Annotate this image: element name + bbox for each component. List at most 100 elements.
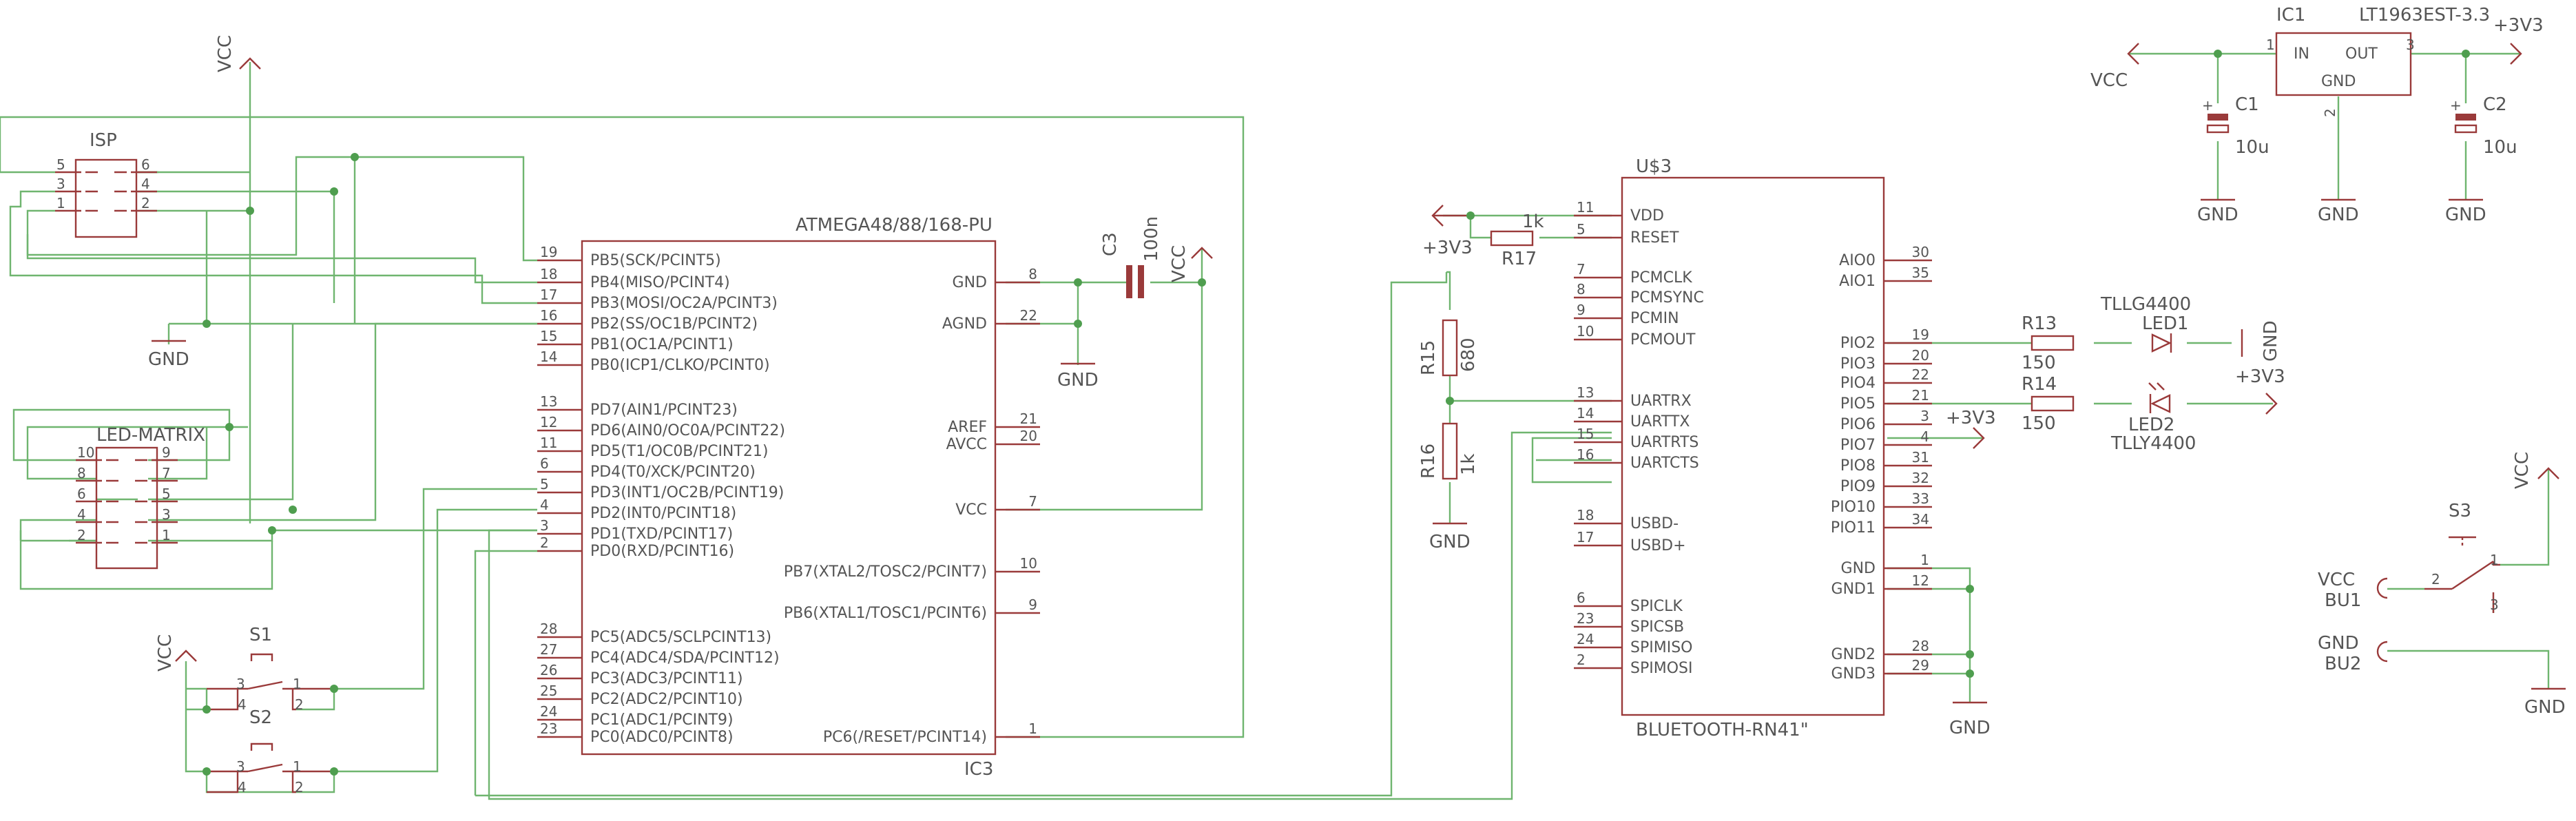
c2-plus: + xyxy=(2450,97,2462,114)
pin-number: 24 xyxy=(1577,631,1594,647)
pin-number: 1 xyxy=(56,195,65,211)
pin-signal: PB3(MOSI/OC2A/PCINT3) xyxy=(590,295,778,312)
pin-signal: PIO6 xyxy=(1840,416,1876,433)
pin-number: 1 xyxy=(162,527,171,543)
pin-number: 16 xyxy=(540,307,557,324)
pin-number: 31 xyxy=(1912,449,1929,466)
pin-signal: PC2(ADC2/PCINT10) xyxy=(590,691,743,708)
pin-signal: PCMIN xyxy=(1630,310,1679,327)
c3-name: C3 xyxy=(1100,232,1121,256)
gnd-label-led1: GND xyxy=(2261,320,2281,362)
pin-number: 28 xyxy=(540,621,557,637)
pin-number: 12 xyxy=(540,414,557,430)
pin-number: 14 xyxy=(1577,405,1594,422)
resistor-r15: R15 680 xyxy=(1418,319,1479,377)
c1-name: C1 xyxy=(2235,94,2259,115)
pin-number: 12 xyxy=(1912,572,1929,589)
pin-number: 3 xyxy=(540,517,549,534)
pin-signal: PC5(ADC5/SCLPCINT13) xyxy=(590,629,771,646)
gnd-label-mcu: GND xyxy=(1057,370,1099,391)
r15-value: 680 xyxy=(1458,337,1479,372)
bt-part: BLUETOOTH-RN41" xyxy=(1636,720,1809,740)
pin-number: 11 xyxy=(540,435,557,451)
s2-pin1: 1 xyxy=(293,758,302,775)
pin-number: 20 xyxy=(1912,347,1929,364)
resistor-r13: R13 150 xyxy=(2022,313,2075,373)
switch-s1: S1 3 4 1 2 xyxy=(207,625,334,713)
resistor-r17: 1k R17 +3V3 xyxy=(1422,205,1544,269)
ic1-pin-out: 3 xyxy=(2406,37,2415,53)
gnd-label-c2: GND xyxy=(2445,205,2486,225)
pin-signal: PIO2 xyxy=(1840,335,1876,352)
pin-signal: PIO5 xyxy=(1840,395,1876,413)
switch-s3: S3 2 1 3 VCC GND xyxy=(2424,452,2566,718)
pin-number: 5 xyxy=(162,486,171,502)
pin-number: 9 xyxy=(1577,302,1586,318)
pin-signal: AREF xyxy=(948,419,987,436)
pin-signal: PIO9 xyxy=(1840,478,1876,495)
led1: TLLG4400 LED1 GND xyxy=(2100,294,2281,362)
isp-label: ISP xyxy=(90,130,117,151)
c3-value: 100n xyxy=(1141,216,1162,262)
v33-pio7: +3V3 xyxy=(1946,408,1996,449)
pin-number: 27 xyxy=(540,641,557,658)
pin-number: 34 xyxy=(1912,511,1929,528)
pin-number: 10 xyxy=(1020,555,1037,572)
wires-bt xyxy=(1443,52,2550,703)
pin-number: 15 xyxy=(540,328,557,344)
pin-signal: GND xyxy=(1841,560,1876,577)
pin-number: 29 xyxy=(1912,657,1929,674)
pin-number: 8 xyxy=(77,465,86,481)
pin-signal: SPICLK xyxy=(1630,598,1683,615)
resistor-r16: R16 1k GND xyxy=(1418,422,1479,552)
pin-signal: AGND xyxy=(942,315,987,333)
s3-pin3: 3 xyxy=(2490,596,2499,613)
v33-label-pio7: +3V3 xyxy=(1946,408,1996,428)
pin-number: 4 xyxy=(1920,428,1929,445)
pin-signal: PIO3 xyxy=(1840,355,1876,373)
bu2-name: BU2 xyxy=(2325,654,2361,674)
s2-pin2: 2 xyxy=(295,779,304,796)
pin-number: 15 xyxy=(1577,426,1594,442)
s3-pin1: 1 xyxy=(2490,552,2499,568)
pin-signal: PCMOUT xyxy=(1630,331,1696,349)
pin-signal: USBD+ xyxy=(1630,537,1686,554)
pin-number: 22 xyxy=(1912,366,1929,383)
pin-number: 28 xyxy=(1912,638,1929,654)
s1-pin1: 1 xyxy=(293,676,302,692)
s2-label: S2 xyxy=(249,707,272,728)
pin-signal: PC0(ADC0/PCINT8) xyxy=(590,729,734,746)
pin-signal: PCMCLK xyxy=(1630,269,1692,287)
pin-number: 24 xyxy=(540,703,557,720)
r13-value: 150 xyxy=(2022,353,2056,373)
gnd-label-bt: GND xyxy=(1949,718,1991,738)
pin-signal: PD7(AIN1/PCINT23) xyxy=(590,402,738,419)
capacitor-c1: + C1 10u GND xyxy=(2197,94,2269,225)
r16-value: 1k xyxy=(1458,453,1479,475)
pin-number: 7 xyxy=(1577,261,1586,278)
pin-number: 30 xyxy=(1912,244,1929,260)
pin-signal: UARTRX xyxy=(1630,393,1692,410)
pin-number: 8 xyxy=(1028,266,1037,282)
pin-number: 9 xyxy=(162,444,171,461)
pin-number: 6 xyxy=(77,486,86,502)
pin-signal: VCC xyxy=(955,501,987,519)
pin-signal: UARTTX xyxy=(1630,413,1690,430)
s2-pin3: 3 xyxy=(236,758,245,775)
bu1-name: BU1 xyxy=(2325,590,2361,611)
pin-signal: PC1(ADC1/PCINT9) xyxy=(590,711,734,729)
pin-signal: UARTRTS xyxy=(1630,434,1699,451)
pin-number: 5 xyxy=(540,476,549,492)
pin-signal: SPIMISO xyxy=(1630,639,1692,656)
bt-name: U$3 xyxy=(1636,156,1672,177)
led2-name: LED2 xyxy=(2128,415,2174,435)
led1-name: LED1 xyxy=(2142,313,2188,334)
pin-signal: PB1(OC1A/PCINT1) xyxy=(590,336,734,353)
r17-value: 1k xyxy=(1522,211,1544,232)
gnd-label-s3: GND xyxy=(2524,697,2566,718)
